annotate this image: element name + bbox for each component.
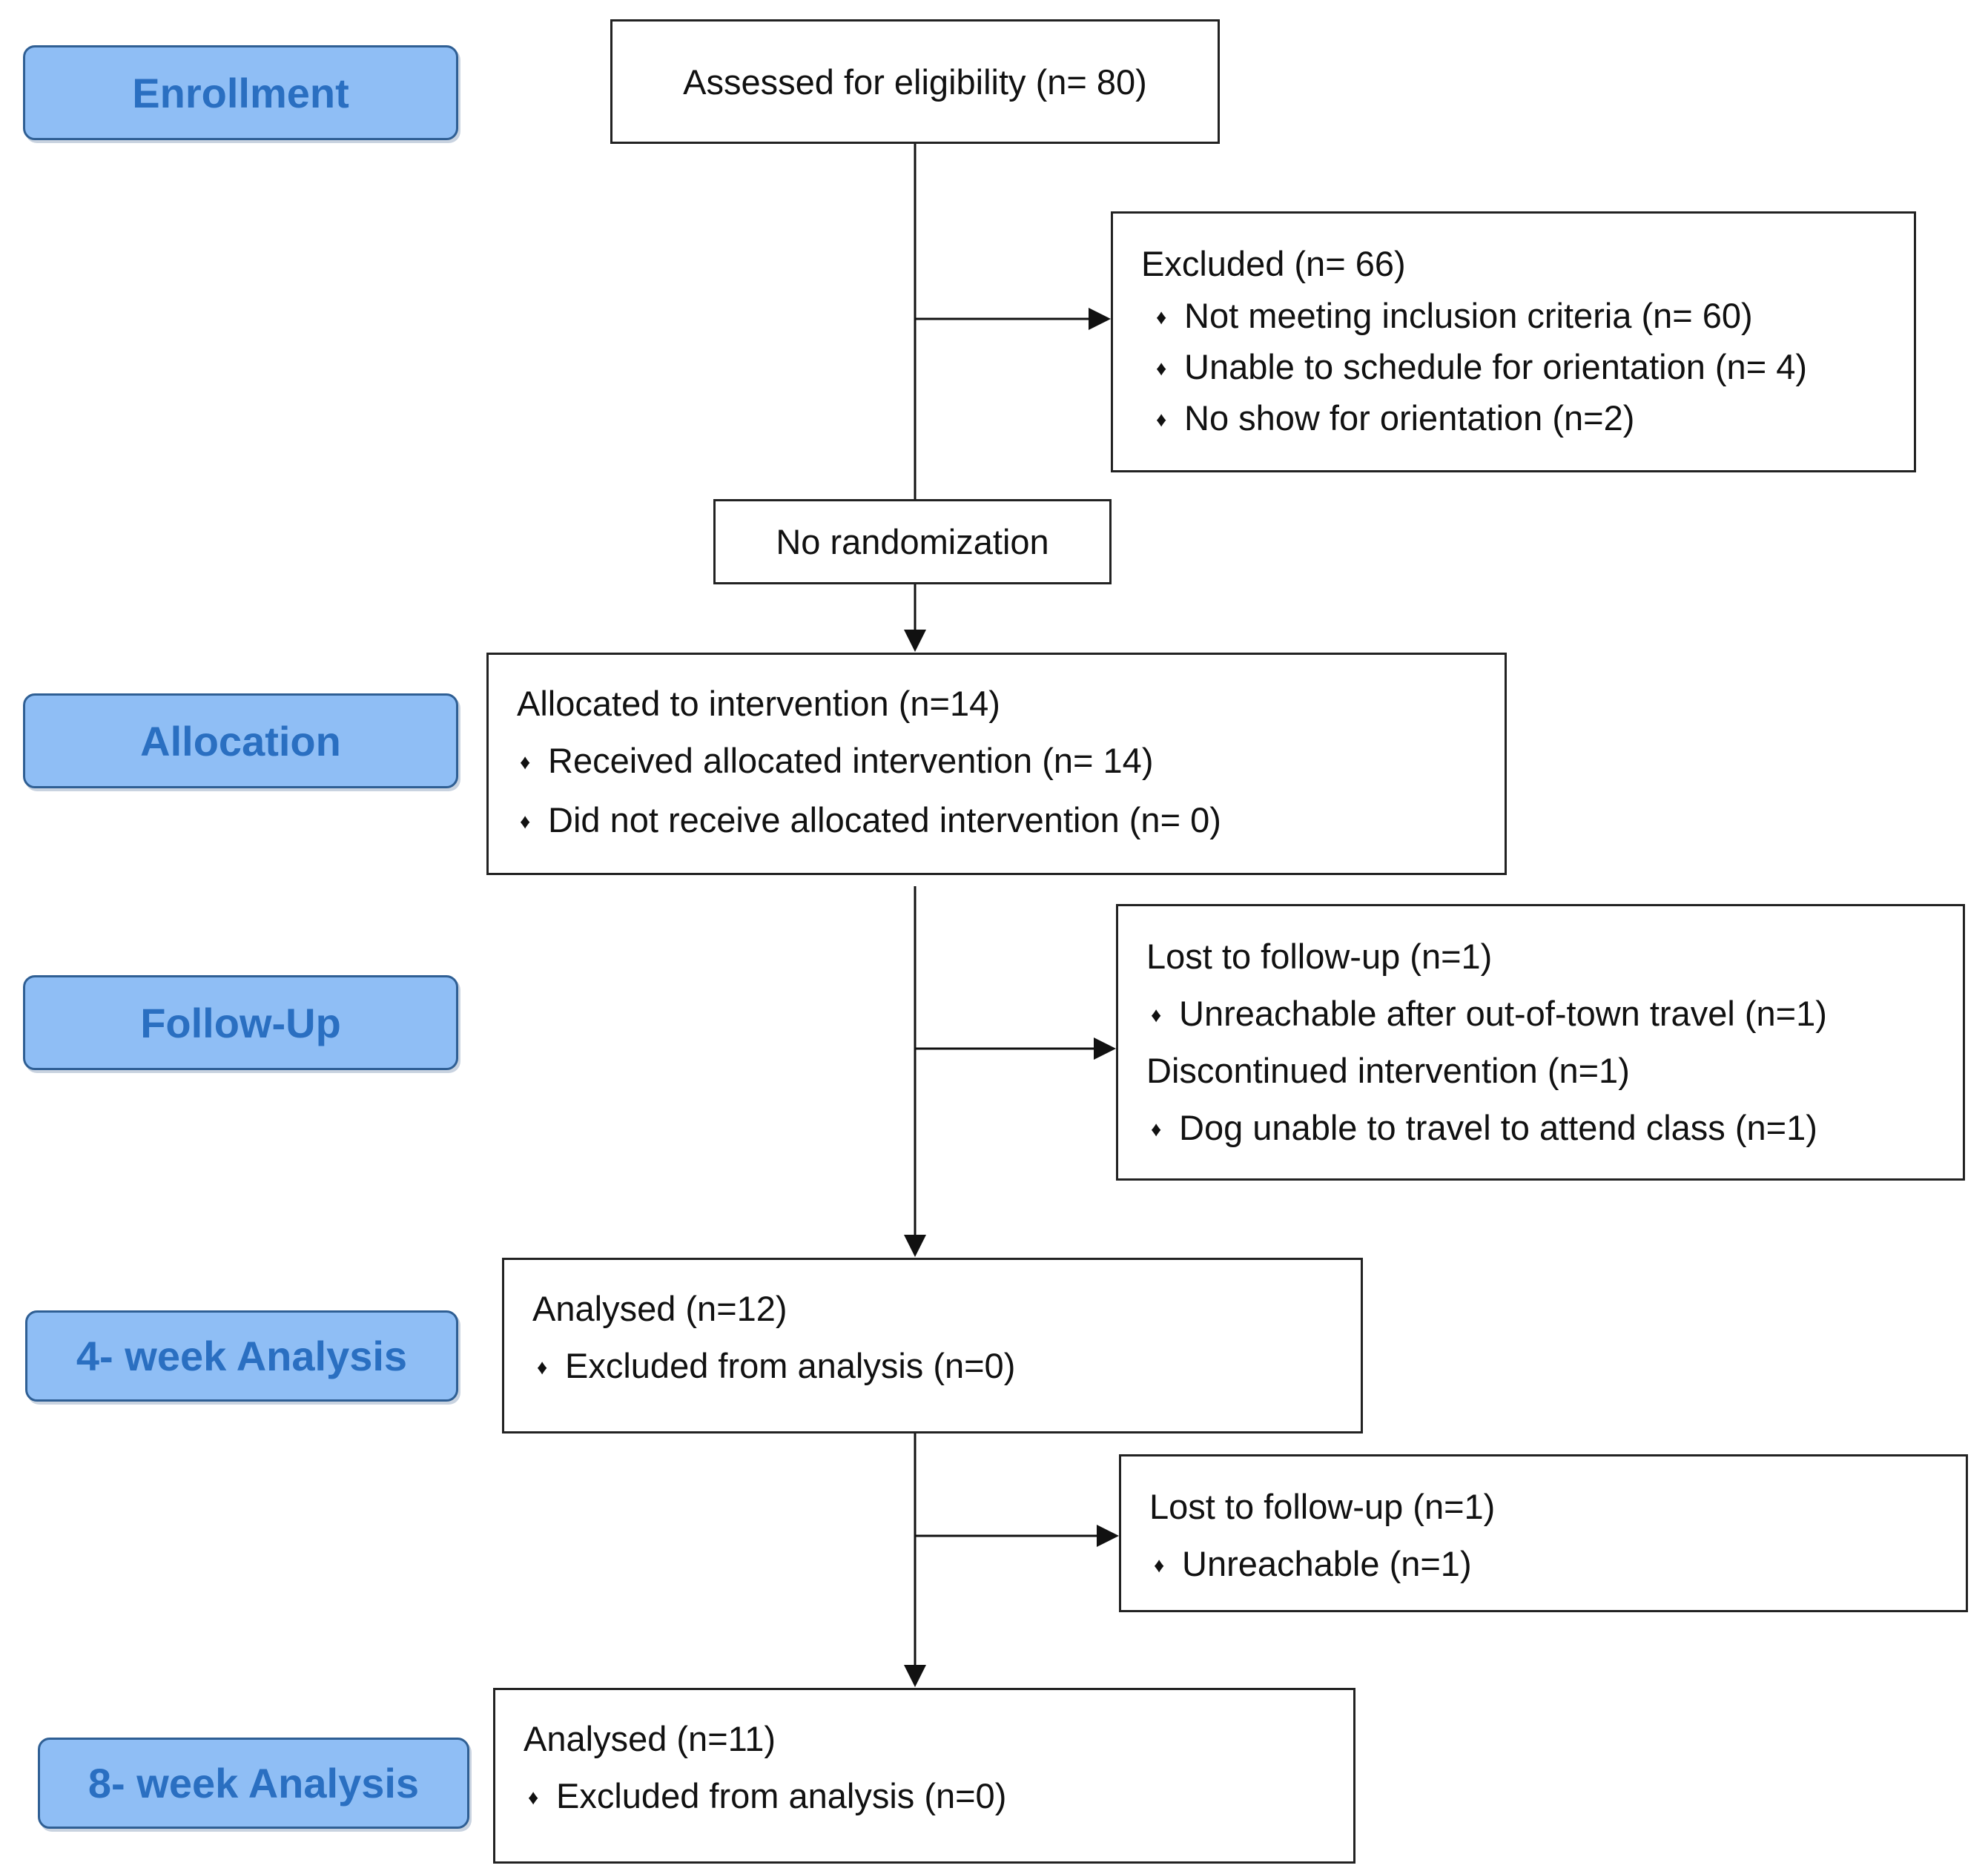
lost-after-4-week-title: Lost to follow-up (n=1) (1149, 1487, 1496, 1526)
assessed-box: Assessed for eligibility (n= 80) (610, 19, 1220, 144)
stage-enrollment: Enrollment (23, 45, 458, 140)
stage-follow-up: Follow-Up (23, 975, 458, 1070)
stage-8-week-analysis: 8- week Analysis (38, 1738, 469, 1829)
allocated-item: Did not receive allocated intervention (… (520, 802, 1221, 837)
allocated-box: Allocated to intervention (n=14) Receive… (486, 653, 1507, 875)
no-randomization-box: No randomization (713, 499, 1112, 584)
excluded-item: Not meeting inclusion criteria (n= 60) (1156, 298, 1753, 333)
stage-allocation: Allocation (23, 693, 458, 788)
allocated-item: Received allocated intervention (n= 14) (520, 743, 1153, 778)
excluded-item: Unable to schedule for orientation (n= 4… (1156, 349, 1807, 384)
stage-8-week-analysis-label: 8- week Analysis (87, 1760, 420, 1807)
analysed-4-week-item: Excluded from analysis (n=0) (537, 1348, 1015, 1383)
lost-after-4-week-item: Unreachable (n=1) (1154, 1546, 1472, 1581)
excluded-box: Excluded (n= 66) Not meeting inclusion c… (1111, 211, 1916, 472)
analysed-8-week-title: Analysed (n=11) (524, 1719, 776, 1758)
allocated-title: Allocated to intervention (n=14) (517, 684, 1000, 723)
assessed-text: Assessed for eligibility (n= 80) (683, 62, 1147, 102)
excluded-item: No show for orientation (n=2) (1156, 400, 1634, 435)
analysed-8-week-item: Excluded from analysis (n=0) (528, 1778, 1006, 1813)
analysed-8-week-box: Analysed (n=11) Excluded from analysis (… (493, 1688, 1355, 1864)
excluded-title: Excluded (n= 66) (1141, 244, 1406, 283)
stage-4-week-analysis-label: 4- week Analysis (76, 1333, 408, 1379)
discontinued-item: Dog unable to travel to attend class (n=… (1151, 1110, 1817, 1145)
lost-after-4-week-box: Lost to follow-up (n=1) Unreachable (n=1… (1119, 1454, 1968, 1612)
stage-enrollment-label: Enrollment (132, 69, 349, 116)
analysed-4-week-title: Analysed (n=12) (532, 1289, 787, 1328)
lost-to-follow-up-item: Unreachable after out-of-town travel (n=… (1151, 996, 1827, 1031)
analysed-4-week-box: Analysed (n=12) Excluded from analysis (… (502, 1258, 1363, 1433)
discontinued-title: Discontinued intervention (n=1) (1146, 1051, 1630, 1090)
lost-to-follow-up-title: Lost to follow-up (n=1) (1146, 937, 1493, 976)
stage-follow-up-label: Follow-Up (140, 999, 341, 1046)
follow-up-losses-box: Lost to follow-up (n=1) Unreachable afte… (1116, 904, 1965, 1181)
stage-allocation-label: Allocation (140, 717, 341, 765)
stage-4-week-analysis: 4- week Analysis (25, 1310, 458, 1402)
no-randomization-text: No randomization (776, 522, 1049, 561)
